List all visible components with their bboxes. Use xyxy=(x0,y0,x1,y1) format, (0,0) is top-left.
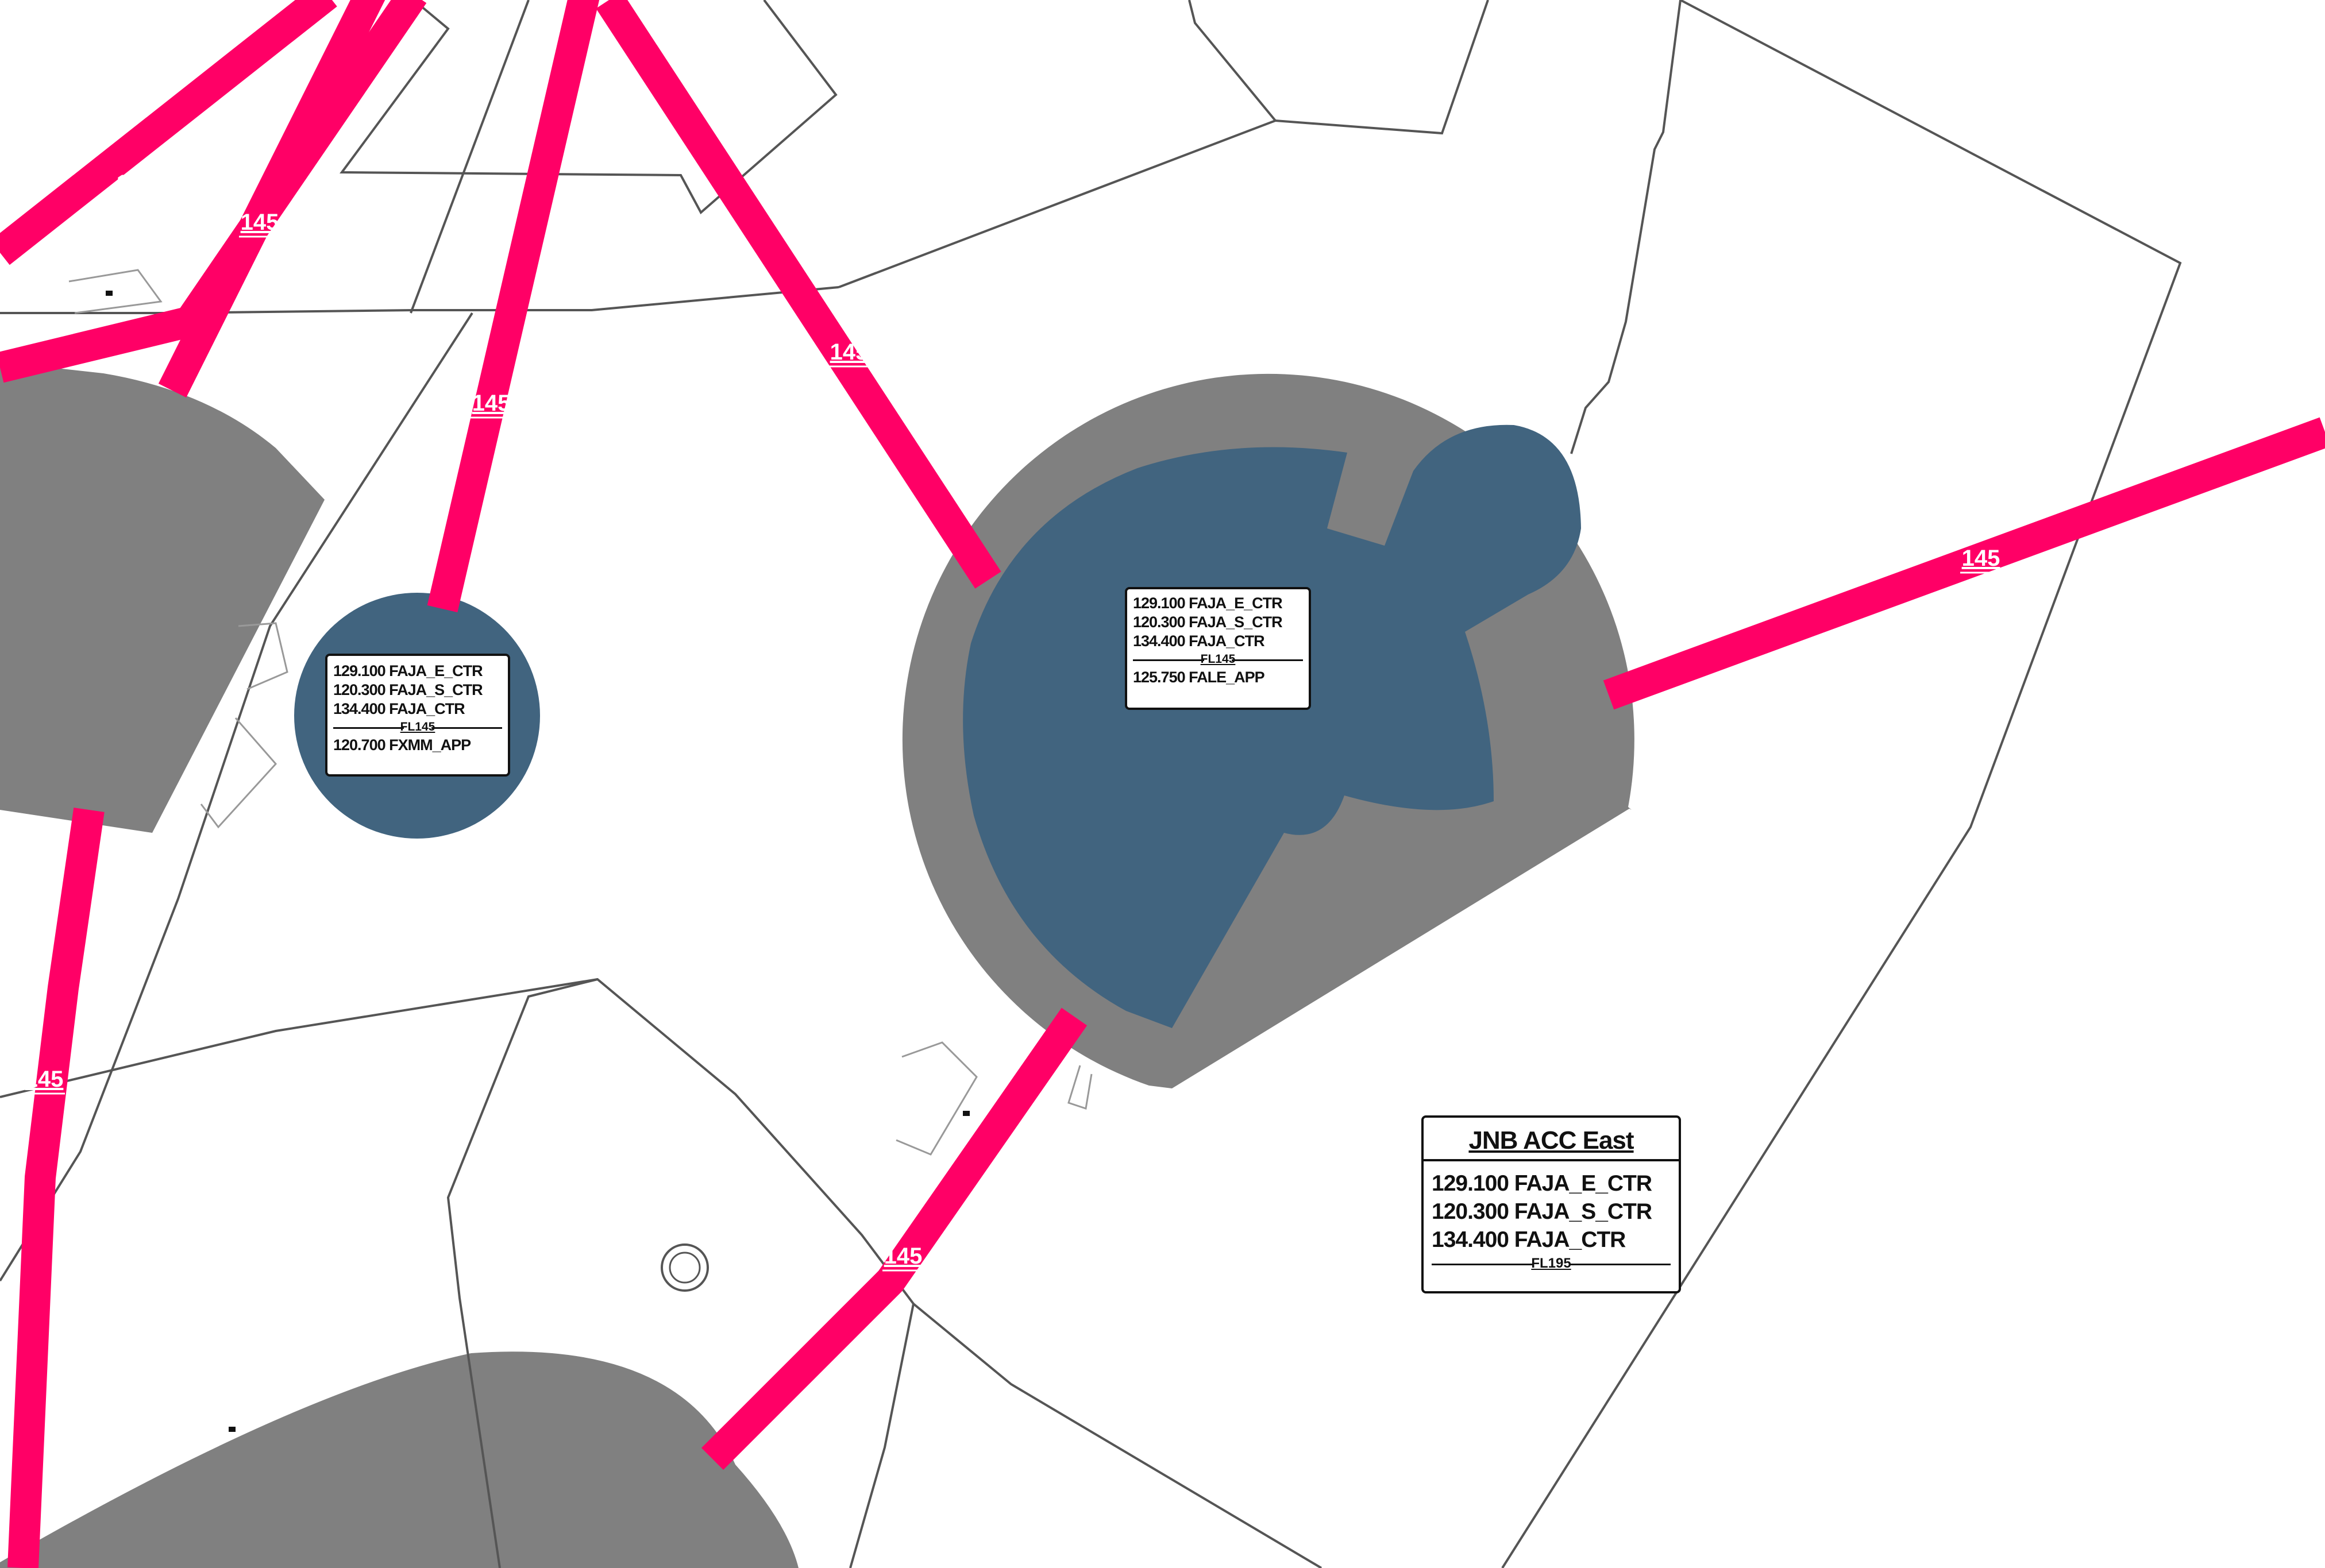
frequency-row: 134.400 FAJA_CTR xyxy=(1432,1227,1626,1252)
frequency-box-fxmm[interactable]: 129.100 FAJA_E_CTR 120.300 FAJA_S_CTR 13… xyxy=(325,654,510,777)
flight-level-divider: FL145 xyxy=(333,720,502,735)
sector-label-jnb-acc-east[interactable]: JNB ACC East 129.100 FAJA_E_CTR 120.300 … xyxy=(1421,1115,1681,1293)
title-separator xyxy=(1424,1159,1679,1161)
airway-h xyxy=(7,808,105,1568)
frequency-row: 120.300 FAJA_S_CTR xyxy=(333,681,483,698)
flight-level-divider: FL195 xyxy=(1432,1256,1671,1271)
frequency-row: 129.100 FAJA_E_CTR xyxy=(1133,594,1283,612)
controlled-area-center xyxy=(963,424,1581,1029)
airway-a xyxy=(0,0,337,265)
airway-f xyxy=(701,1007,1088,1470)
airway-level-label: 145 xyxy=(1962,546,2000,571)
aerodrome-ring-inner xyxy=(669,1252,701,1284)
sector-boundaries xyxy=(0,0,2182,1568)
frequency-row: 129.100 FAJA_E_CTR xyxy=(1432,1171,1652,1196)
approach-frequency: 120.700 FXMM_APP xyxy=(333,736,471,754)
airway-level-label: 145 xyxy=(472,391,511,416)
frequency-row: 120.300 FAJA_S_CTR xyxy=(1432,1199,1652,1224)
navaid-marker xyxy=(229,1427,236,1432)
flight-level-divider: FL145 xyxy=(1133,652,1303,667)
airway-level-label: 145 xyxy=(884,1243,923,1269)
airway-g xyxy=(1603,417,2325,710)
sector-title: JNB ACC East xyxy=(1468,1126,1634,1154)
frequency-row: 129.100 FAJA_E_CTR xyxy=(333,662,483,679)
restricted-area-west xyxy=(0,362,325,833)
airway-level-label: 145 xyxy=(25,1067,64,1092)
airway-level-label: 145 xyxy=(830,339,869,365)
airway-c xyxy=(158,0,385,398)
navaid-marker xyxy=(963,1111,970,1116)
navaid-marker xyxy=(106,291,113,296)
airway-e xyxy=(596,0,1001,589)
frequency-box-fale[interactable]: 129.100 FAJA_E_CTR 120.300 FAJA_S_CTR 13… xyxy=(1125,587,1311,710)
airway-level-label: 145 xyxy=(241,210,279,235)
frequency-row: 134.400 FAJA_CTR xyxy=(333,700,465,717)
aerodrome-ring xyxy=(661,1243,709,1292)
frequency-row: 120.300 FAJA_S_CTR xyxy=(1133,613,1283,631)
airway-d xyxy=(427,0,600,613)
restricted-area-south xyxy=(0,1351,799,1568)
frequency-row: 134.400 FAJA_CTR xyxy=(1133,632,1265,650)
minor-boundaries xyxy=(68,269,1093,1156)
airway-level-label: 145 xyxy=(117,171,155,196)
approach-frequency: 125.750 FALE_APP xyxy=(1133,669,1265,686)
